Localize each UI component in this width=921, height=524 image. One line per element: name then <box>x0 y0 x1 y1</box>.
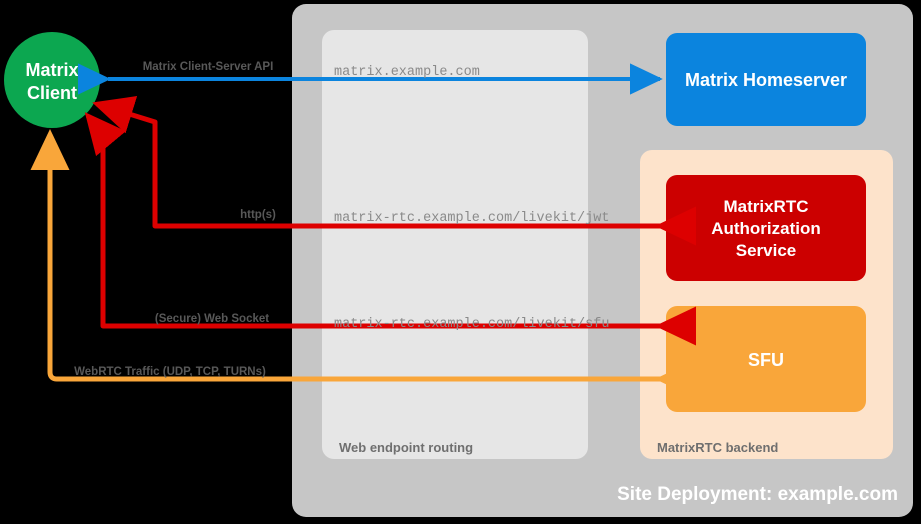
node-auth-service-line1: MatrixRTC <box>723 197 808 216</box>
group-matrixrtc-backend-label: MatrixRTC backend <box>657 440 778 455</box>
node-sfu-label: SFU <box>748 350 784 370</box>
group-web-endpoint-routing: Web endpoint routing <box>322 30 588 459</box>
edge-webrtc-label: WebRTC Traffic (UDP, TCP, TURNs) <box>74 366 266 378</box>
endpoint-sfu-label: matrix-rtc.example.com/livekit/sfu <box>334 317 609 332</box>
node-sfu[interactable]: SFU <box>666 306 866 412</box>
node-matrix-homeserver[interactable]: Matrix Homeserver <box>666 33 866 126</box>
edge-webrtc-line <box>30 128 696 399</box>
node-auth-service-line3: Service <box>736 241 797 260</box>
node-matrix-client-line1: Matrix <box>25 60 78 80</box>
node-matrix-client-line2: Client <box>27 83 77 103</box>
endpoint-jwt-label: matrix-rtc.example.com/livekit/jwt <box>334 211 609 226</box>
node-matrixrtc-authorization-service[interactable]: MatrixRTC Authorization Service <box>666 175 866 281</box>
node-auth-service-line2: Authorization <box>711 219 821 238</box>
edge-webrtc: WebRTC Traffic (UDP, TCP, TURNs) <box>30 128 696 399</box>
edge-matrix-client-server-api: Matrix Client-Server API <box>78 61 663 95</box>
node-matrix-client[interactable]: Matrix Client <box>4 32 100 128</box>
site-deployment-label: Site Deployment: example.com <box>617 484 898 505</box>
endpoint-matrix-label: matrix.example.com <box>334 65 480 80</box>
group-web-endpoint-routing-label: Web endpoint routing <box>339 440 473 455</box>
edge-websocket-label: (Secure) Web Socket <box>155 313 269 325</box>
node-matrix-homeserver-label: Matrix Homeserver <box>685 70 847 90</box>
edge-https-label: http(s) <box>240 209 276 221</box>
edge-client-server-api-label: Matrix Client-Server API <box>143 61 274 73</box>
